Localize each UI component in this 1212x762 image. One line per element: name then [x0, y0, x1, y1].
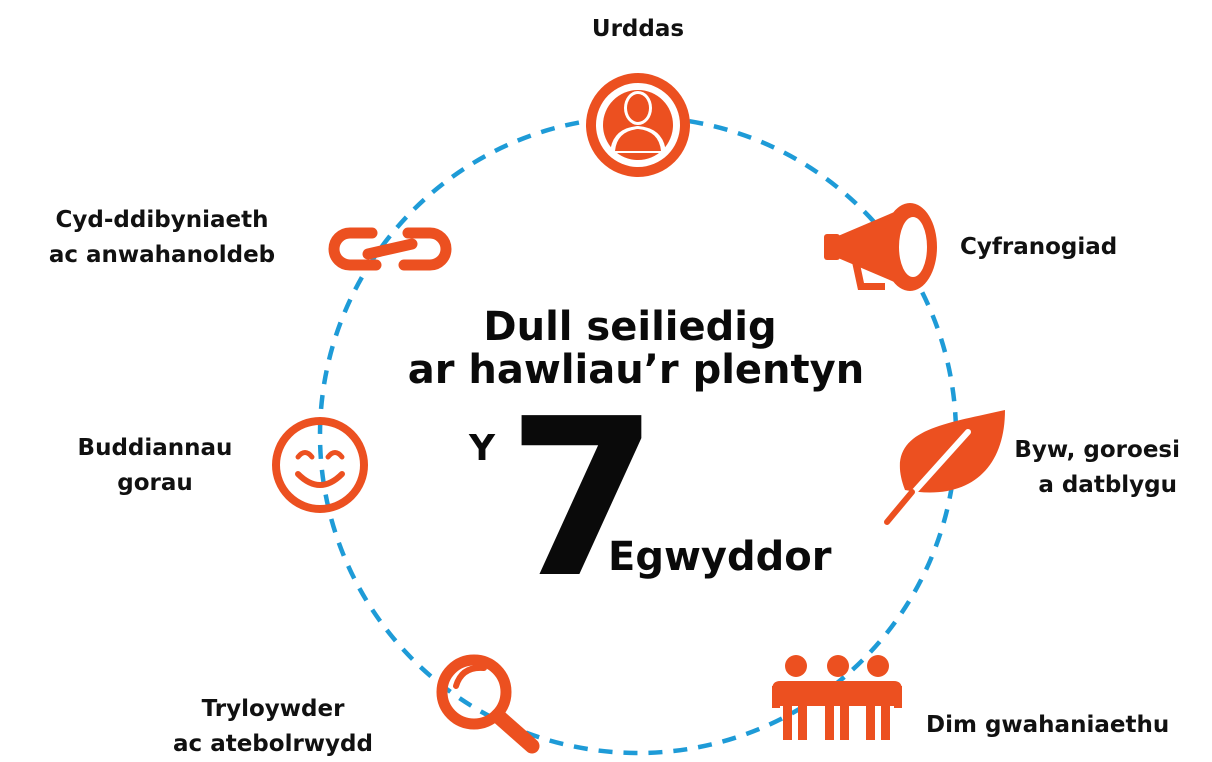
- principle-label-buddiannau: Buddiannau gorau: [78, 435, 233, 496]
- label-line: Tryloywder: [202, 696, 345, 722]
- principle-label-byw: Byw, goroesi a datblygu: [1014, 437, 1180, 498]
- label-line: ac atebolrwydd: [173, 731, 373, 757]
- center-title: Dull seiliedig ar hawliau’r plentyn: [408, 304, 864, 393]
- label-line: Byw, goroesi: [1014, 437, 1180, 463]
- label-line: Dim gwahaniaethu: [926, 712, 1169, 738]
- label-line: gorau: [117, 470, 193, 496]
- chain-link-icon: [328, 227, 452, 271]
- principle-label-cyd-ddibyniaeth: Cyd-ddibyniaeth ac anwahanoldeb: [49, 207, 275, 268]
- center-number-group: Y 7 Egwyddor: [468, 373, 832, 626]
- smiley-icon: [272, 417, 368, 513]
- label-line: Cyfranogiad: [960, 234, 1117, 260]
- principle-label-cyfranogiad: Cyfranogiad: [960, 234, 1117, 260]
- label-line: Urddas: [592, 16, 684, 42]
- center-prefix: Y: [468, 428, 496, 469]
- title-line-1: Dull seiliedig: [483, 304, 776, 350]
- principle-label-urddas: Urddas: [592, 16, 684, 42]
- label-line: Buddiannau: [78, 435, 233, 461]
- center-number: 7: [507, 373, 659, 626]
- center-word: Egwyddor: [608, 534, 832, 580]
- megaphone-icon: [824, 203, 937, 291]
- label-line: Cyd-ddibyniaeth: [56, 207, 269, 233]
- label-line: ac anwahanoldeb: [49, 242, 275, 268]
- principle-label-dim-gwahaniaethu: Dim gwahaniaethu: [926, 712, 1169, 738]
- title-line-2: ar hawliau’r plentyn: [408, 347, 864, 393]
- people-group-icon: [772, 655, 902, 740]
- leaf-icon: [884, 410, 1005, 525]
- magnifier-icon: [436, 654, 540, 754]
- label-line: a datblygu: [1038, 472, 1177, 498]
- principle-label-tryloywder: Tryloywder ac atebolrwydd: [173, 696, 373, 757]
- person-icon: [586, 73, 690, 177]
